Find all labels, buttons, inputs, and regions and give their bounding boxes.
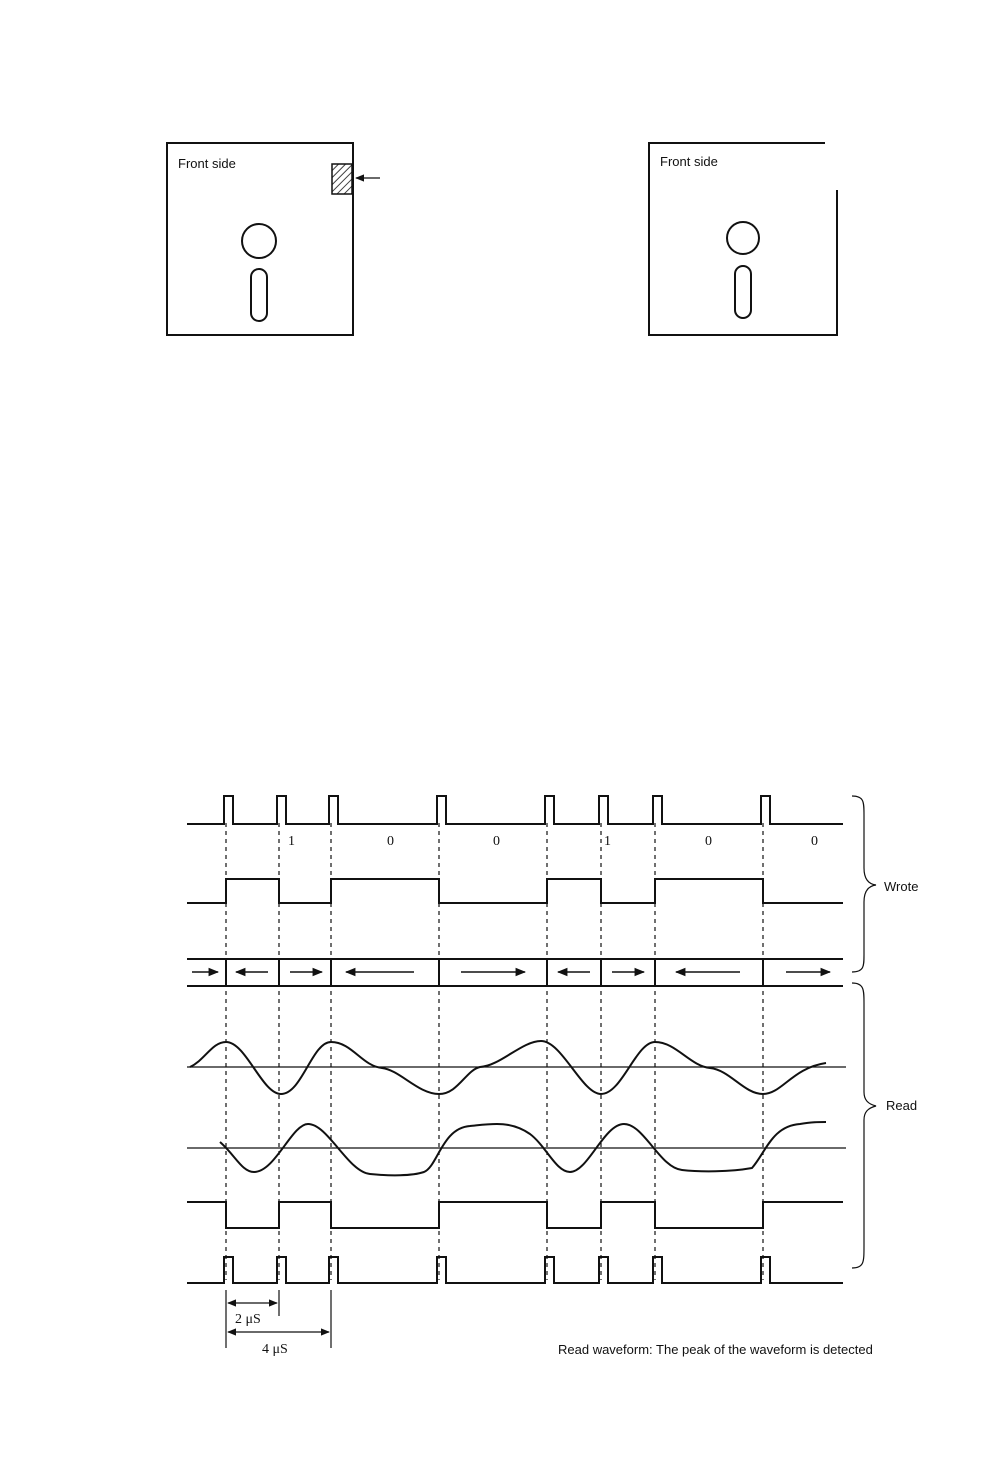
timing-diagram: 1 0 0 1 0 0	[187, 796, 918, 1357]
magnetization-band	[187, 959, 843, 986]
bit-label: 1	[604, 834, 611, 849]
floppy-right-hub-hole	[727, 222, 759, 254]
timing-label-long: 4 μS	[262, 1342, 288, 1357]
write-protect-tab	[332, 164, 352, 194]
read-brace	[852, 983, 876, 1268]
write-pulse-train	[187, 796, 843, 824]
floppy-left: Front side	[167, 143, 380, 335]
floppy-left-hub-hole	[242, 224, 276, 258]
floppy-left-head-slot	[251, 269, 267, 321]
bit-label: 0	[387, 834, 394, 849]
bit-label: 0	[493, 834, 500, 849]
read-pulse-train	[187, 1257, 843, 1283]
floppy-right-jacket	[649, 143, 837, 335]
write-brace	[852, 796, 876, 972]
timing-dimensions: 2 μS 4 μS	[226, 1290, 331, 1357]
read-waveform-caption: Read waveform: The peak of the waveform …	[558, 1342, 873, 1357]
bit-label: 0	[811, 834, 818, 849]
write-brace-label: Wrote	[884, 879, 918, 894]
timing-label-short: 2 μS	[235, 1312, 261, 1327]
bit-label: 0	[705, 834, 712, 849]
timing-guides	[226, 823, 763, 1280]
floppy-left-label: Front side	[178, 156, 236, 171]
bit-label: 1	[288, 834, 295, 849]
floppy-right-label: Front side	[660, 154, 718, 169]
read-square-waveform	[187, 1202, 843, 1228]
write-current-waveform	[187, 879, 843, 903]
floppy-right-head-slot	[735, 266, 751, 318]
floppy-left-jacket	[167, 143, 353, 335]
read-brace-label: Read	[886, 1098, 917, 1113]
floppy-right: Front side	[649, 143, 837, 335]
differentiated-waveform	[220, 1122, 826, 1175]
